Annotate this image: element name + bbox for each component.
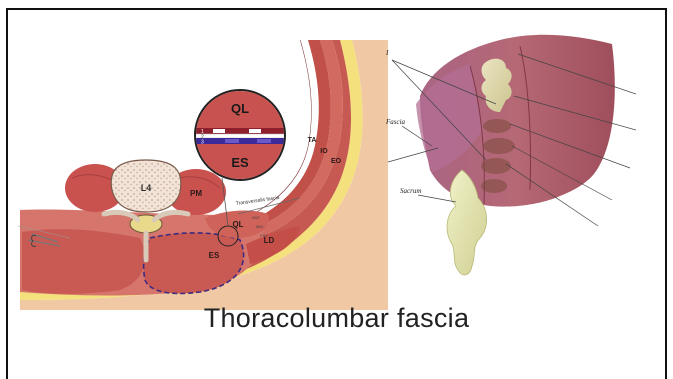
label-eo: EO [331, 158, 342, 165]
label-ta: TA [308, 137, 317, 144]
inset-gap-c [225, 139, 239, 143]
cross-section-figure: L4 PM QL ES LD TA IO EO Transversalis fa… [18, 40, 388, 310]
label-post: PST [260, 233, 268, 238]
label-fascia: Fascia [385, 118, 406, 126]
erector-spinae-left [22, 229, 145, 294]
slide-title: Thoracolumbar fascia [0, 303, 673, 334]
label-l4: L4 [141, 183, 152, 193]
label-pm: PM [190, 189, 202, 198]
inset-gap-d [257, 139, 271, 143]
label-io: IO [320, 148, 328, 155]
label-es: ES [209, 251, 220, 260]
segment-4 [481, 179, 507, 193]
label-mid: MID [256, 224, 263, 229]
label-ql: QL [232, 220, 243, 229]
label-ilium: I [385, 49, 389, 57]
inset-layer-3: 3 [201, 140, 204, 146]
inset-middle-layer [195, 134, 285, 138]
inset-gap-a [213, 129, 225, 133]
inset-anterior-layer [195, 128, 285, 134]
inset-label-ql: QL [231, 101, 249, 116]
inset-posterior-layer [195, 138, 285, 144]
segment-3 [481, 158, 511, 174]
label-sacrum: Sacrum [400, 187, 421, 195]
segment-1 [483, 119, 511, 133]
inset-label-es: ES [231, 155, 249, 170]
label-ant: ANT [252, 215, 261, 220]
inset-gap-b [249, 129, 261, 133]
pelvis-3d-figure: I Fascia Sacrum [385, 35, 636, 275]
segment-2 [483, 138, 515, 154]
